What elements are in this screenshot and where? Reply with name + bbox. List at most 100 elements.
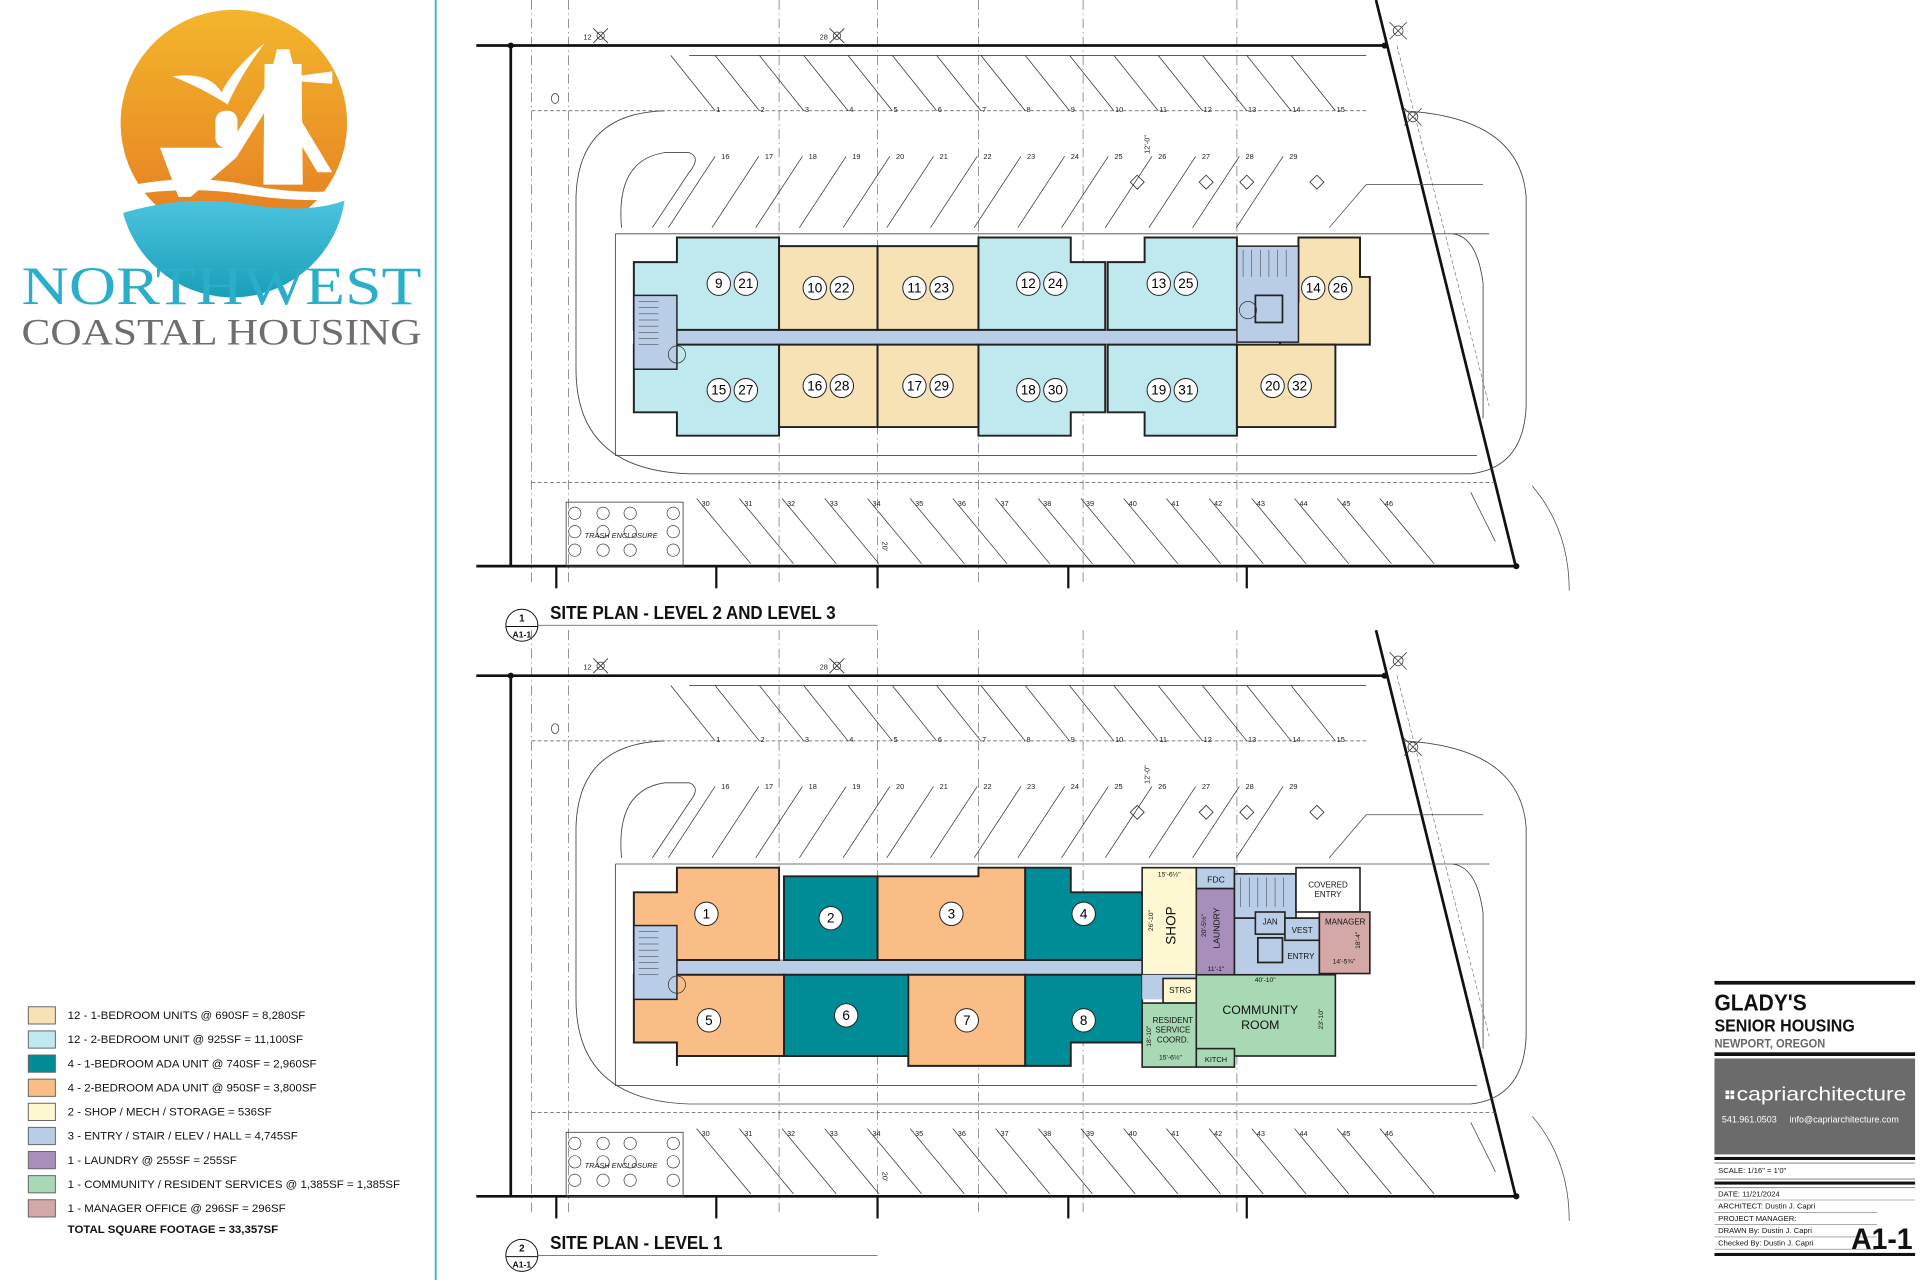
tree-icon — [1407, 111, 1419, 123]
dimension-label: 15'-6½" — [1159, 1054, 1182, 1062]
parking-stall-number: 16 — [721, 782, 729, 791]
legend-label: 12 - 1-BEDROOM UNITS @ 690SF = 8,280SF — [68, 1010, 306, 1022]
property-corner — [1513, 563, 1520, 570]
parking-stall-line — [930, 156, 978, 228]
trash-bin-icon — [666, 525, 680, 539]
unit-number: 20 — [1265, 378, 1280, 393]
trash-bin-icon — [568, 525, 582, 539]
room-covered-entry — [1295, 866, 1361, 913]
legend-swatch — [27, 1006, 56, 1025]
hydrant-icon — [551, 93, 560, 104]
room-label-vest: VEST — [1292, 926, 1313, 935]
parking-stall-number: 29 — [1289, 152, 1297, 161]
unit-number: 24 — [1048, 276, 1064, 291]
unit-number-circle — [1173, 271, 1199, 296]
parking-stall-line — [973, 156, 1022, 228]
unit-number: 23 — [934, 280, 949, 295]
room-label-jan: JAN — [1263, 917, 1278, 926]
unit-number: 18 — [1021, 383, 1036, 398]
parking-stall-number: 24 — [1071, 782, 1079, 791]
property-corner — [1381, 42, 1388, 49]
unit-number-circle — [902, 275, 927, 301]
parking-stall-number: 39 — [1086, 1129, 1094, 1138]
parking-stall-number: 24 — [1071, 152, 1079, 161]
unit-number: 6 — [842, 1008, 850, 1023]
trash-bin-icon — [623, 1155, 637, 1169]
parking-stall-line — [973, 786, 1022, 859]
parking-stall-line — [886, 786, 934, 859]
parking-stall-line — [803, 685, 849, 742]
unit-number: 25 — [1178, 276, 1193, 291]
parking-stall-number: 37 — [1000, 499, 1008, 508]
parking-stall-number: 22 — [983, 782, 991, 791]
trash-bin-icon — [666, 543, 680, 557]
unit-number: 4 — [1080, 906, 1088, 921]
unit-number: 21 — [738, 276, 753, 291]
parking-stall-line — [1251, 498, 1307, 564]
tree-icon — [829, 658, 845, 674]
parking-stall-line — [1379, 498, 1435, 564]
parking-stall-number: 44 — [1299, 499, 1307, 508]
tree-icon — [1392, 655, 1404, 667]
parking-stall-line — [759, 55, 804, 111]
trash-bin-icon — [596, 1136, 610, 1150]
parking-stall-line — [1192, 786, 1240, 859]
firm-email: info@capriarchitecture.com — [1790, 1114, 1899, 1124]
room-manager — [1318, 911, 1371, 975]
parking-stall-number: 26 — [1158, 152, 1166, 161]
property-corner — [1513, 1193, 1520, 1200]
unit-number: 9 — [715, 276, 723, 291]
parking-stall-line — [714, 685, 760, 742]
parking-stall-line — [1123, 498, 1179, 564]
parking-stall-line — [667, 786, 716, 859]
plan-callout-sheet: A1-1 — [513, 1260, 532, 1270]
tree-label: 28 — [820, 32, 828, 41]
parking-stall-line — [1246, 55, 1292, 111]
tree-icon — [1407, 741, 1419, 753]
unit-number: 13 — [1151, 276, 1166, 291]
tree-icon — [592, 28, 609, 44]
parking-stall-number: 36 — [958, 499, 966, 508]
unit-number: 17 — [907, 378, 922, 393]
unit-number-circle — [1173, 377, 1199, 403]
parking-stall-number: 11 — [1159, 735, 1167, 744]
parking-stall-line — [1148, 786, 1197, 859]
property-corner — [1381, 672, 1388, 679]
trash-bin-icon — [568, 506, 582, 520]
parking-stall-line — [980, 685, 1026, 742]
parking-stall-number: 20 — [896, 782, 904, 791]
parking-stall-number: 32 — [787, 1129, 795, 1138]
parking-stall-line — [1208, 1128, 1264, 1195]
trash-bin-icon — [596, 1173, 610, 1187]
parking-stall-line — [799, 156, 847, 228]
parking-stall-line — [1166, 1128, 1221, 1195]
parking-stall-number: 30 — [702, 1129, 710, 1138]
accessible-parking-icon — [1129, 804, 1145, 820]
parking-stall-line — [842, 786, 891, 859]
trash-bin-icon — [596, 525, 610, 539]
unit-13-25 — [1106, 236, 1238, 331]
parking-stall-number: 42 — [1214, 499, 1222, 508]
parking-stall-line — [1294, 1128, 1349, 1195]
legend-swatch — [27, 1199, 56, 1218]
parking-stall-line — [867, 1128, 922, 1195]
legend-swatch — [27, 1126, 56, 1146]
parking-stall-line — [936, 685, 982, 742]
parking-stall-line — [739, 1128, 794, 1195]
room-label-manager: MANAGER — [1325, 917, 1366, 926]
parking-stall-line — [824, 498, 880, 564]
parking-stall-number: 4 — [849, 735, 853, 744]
legend-swatch — [27, 1078, 56, 1097]
unit-number-circle — [694, 901, 719, 927]
legend-label: 1 - COMMUNITY / RESIDENT SERVICES @ 1,38… — [68, 1179, 400, 1191]
dimension-label: 40'-10" — [1255, 977, 1277, 984]
unit-number-circle — [818, 905, 843, 931]
firm-panel — [1714, 1058, 1916, 1155]
parking-stall-number: 43 — [1257, 499, 1265, 508]
parking-stall-number: 3 — [805, 735, 809, 744]
room-label-fdc: FDC — [1207, 874, 1225, 884]
parking-stall-number: 9 — [1071, 105, 1075, 114]
unit-number: 5 — [705, 1013, 713, 1028]
parking-stall-number: 45 — [1342, 1129, 1350, 1138]
